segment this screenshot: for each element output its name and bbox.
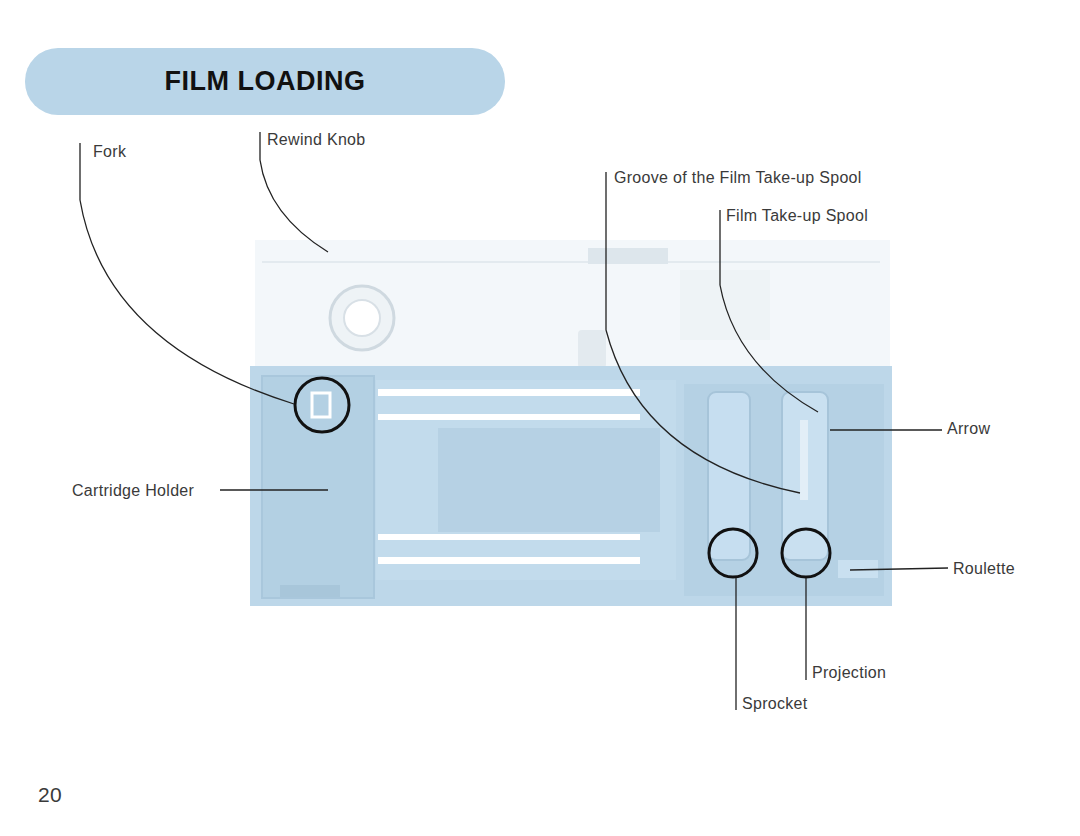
part-label: Arrow xyxy=(947,420,990,438)
leader-line xyxy=(735,578,736,710)
part-label: Film Take-up Spool xyxy=(726,207,868,225)
rewind-knob-center xyxy=(344,300,380,336)
leader-line xyxy=(260,132,328,252)
cartridge-chamber xyxy=(262,376,374,598)
camera-top xyxy=(255,240,890,368)
page-number: 20 xyxy=(38,783,62,806)
film-advance-post xyxy=(578,330,606,368)
leader-line xyxy=(805,578,806,680)
part-label: Cartridge Holder xyxy=(72,482,194,500)
spool-groove xyxy=(800,420,808,500)
part-label: Sprocket xyxy=(742,695,808,713)
part-label: Rewind Knob xyxy=(267,131,365,149)
projection-highlight xyxy=(782,529,830,577)
leader-line xyxy=(830,429,942,430)
film-rail xyxy=(378,557,640,564)
leader-line xyxy=(220,489,328,490)
fork-highlight xyxy=(295,378,349,432)
film-rail xyxy=(378,414,640,420)
part-label: Roulette xyxy=(953,560,1015,578)
fork-symbol xyxy=(312,393,330,417)
rewind-knob xyxy=(330,286,394,350)
film-rail xyxy=(378,534,640,540)
part-label: Fork xyxy=(93,143,126,161)
cartridge-floor xyxy=(280,585,340,597)
film-gate xyxy=(376,380,676,580)
leader-line xyxy=(850,568,948,570)
page-title: FILM LOADING xyxy=(165,66,366,97)
leader-line xyxy=(720,210,818,412)
title-holder: FILM LOADING xyxy=(25,48,505,115)
top-edge xyxy=(262,261,880,263)
film-rail xyxy=(378,389,640,396)
leader-line xyxy=(80,143,294,404)
part-label: Projection xyxy=(812,664,886,682)
film-aperture xyxy=(438,428,660,532)
shutter-dial xyxy=(588,248,668,264)
sprocket-highlight xyxy=(709,529,757,577)
camera-body xyxy=(250,366,892,606)
sprocket-drum xyxy=(708,392,750,560)
title-band xyxy=(25,48,505,115)
part-label: Groove of the Film Take-up Spool xyxy=(614,169,862,187)
